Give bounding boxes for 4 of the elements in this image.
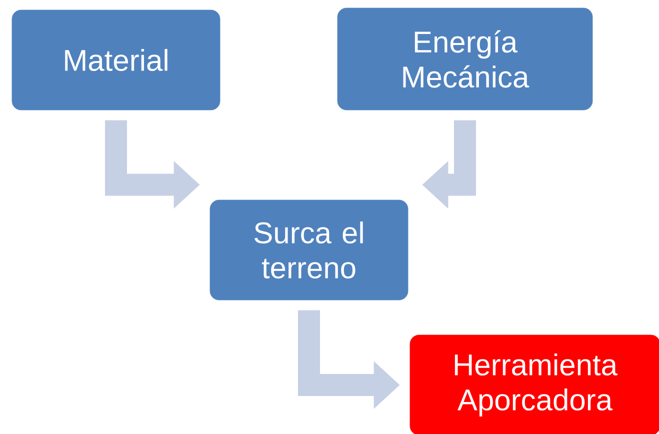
- process-box: Material: [12, 10, 220, 110]
- process-box: Energía Mecánica: [337, 8, 593, 110]
- process-box: Herramienta Aporcadora: [410, 334, 659, 434]
- process-box: Surca el terreno: [210, 200, 408, 300]
